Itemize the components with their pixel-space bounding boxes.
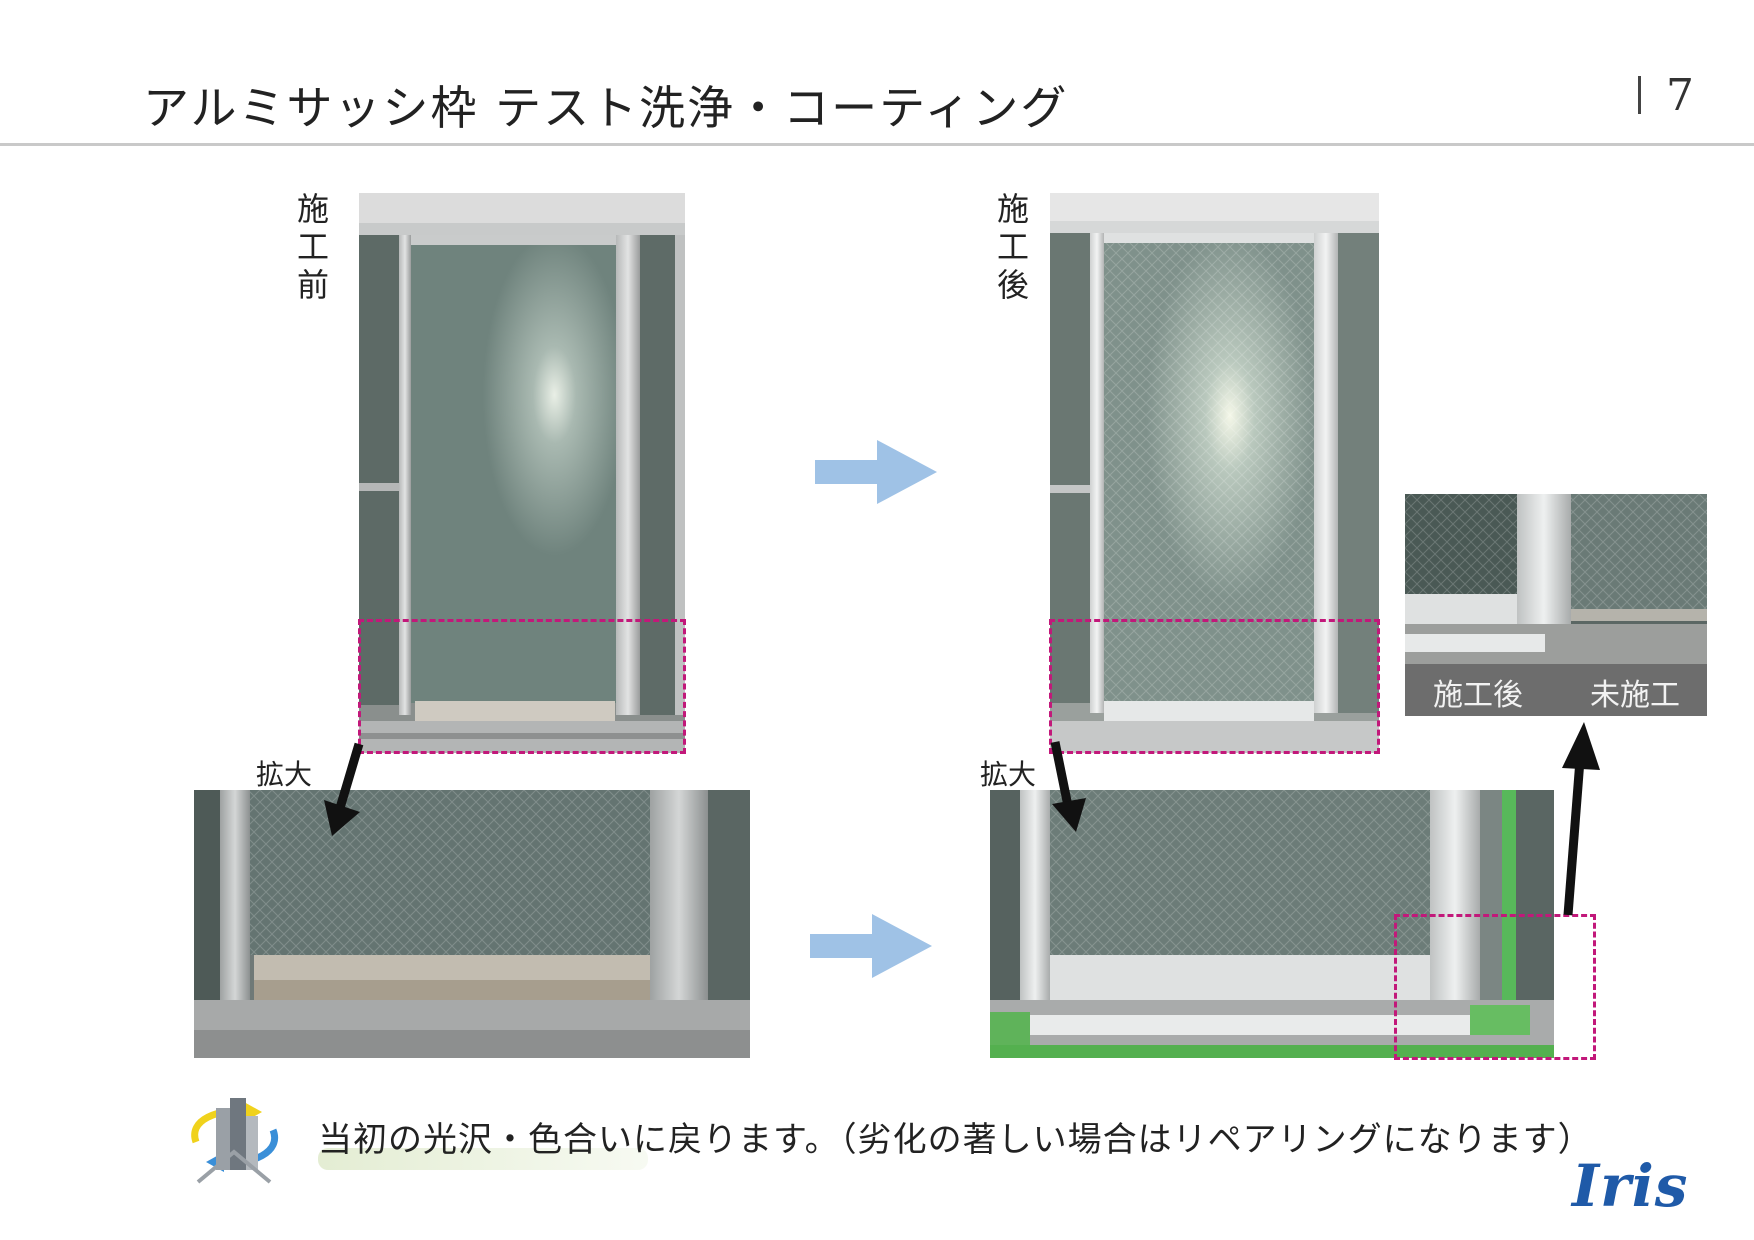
before-label: 施工前 — [293, 190, 333, 304]
before-zoom-label: 拡大 — [256, 758, 313, 791]
page-number: 7 — [1666, 70, 1694, 121]
iris-logo: Iris — [1572, 1152, 1689, 1220]
comparison-area-marker — [1394, 914, 1596, 1060]
page-number-divider — [1638, 76, 1641, 114]
after-window-photo — [1050, 193, 1379, 753]
slide-title: アルミサッシ枠 テスト洗浄・コーティング — [143, 81, 1069, 135]
title-rule — [0, 143, 1754, 146]
vertical-label-text: 施工後 — [996, 190, 1029, 304]
after-label: 施工後 — [993, 190, 1033, 304]
before-zoom-area-marker — [358, 619, 686, 754]
flow-arrow-icon — [815, 440, 940, 508]
after-zoom-area-marker — [1049, 619, 1380, 754]
before-window-photo — [359, 193, 685, 753]
after-zoom-label: 拡大 — [980, 758, 1037, 791]
before-zoom-photo — [194, 790, 750, 1058]
inset-label-bar — [1405, 664, 1707, 716]
inset-after-label: 施工後 — [1433, 678, 1523, 713]
flow-arrow-icon — [810, 914, 935, 982]
inset-untreated-label: 未施工 — [1590, 678, 1680, 713]
vertical-label-text: 施工前 — [296, 190, 329, 304]
caption-highlight — [318, 1148, 648, 1170]
building-cycle-icon — [178, 1090, 290, 1190]
after-zoom-photo — [990, 790, 1554, 1058]
caption-text: 当初の光沢・色合いに戻ります。（劣化の著しい場合はリペアリングになります） — [318, 1120, 1593, 1160]
